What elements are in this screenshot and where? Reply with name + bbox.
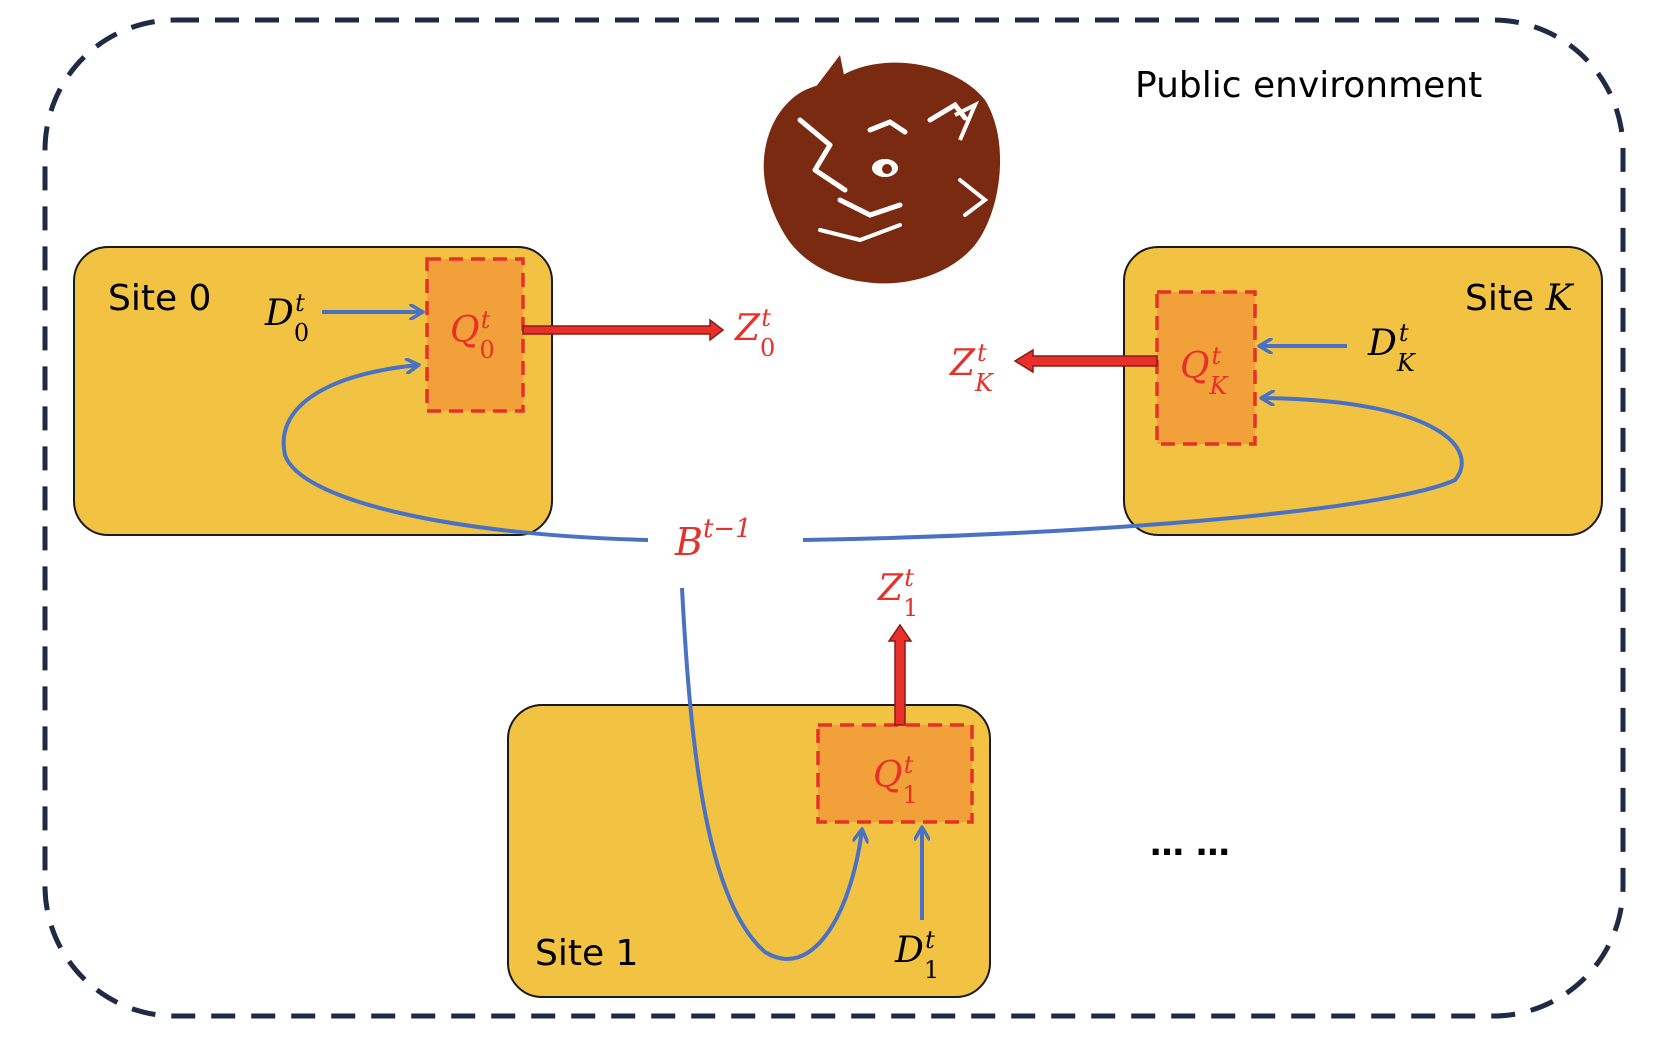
broadcast-to-site-k-curve [802, 398, 1464, 542]
site-k-output-arrow [1013, 348, 1158, 374]
public-environment-label: Public environment [1135, 65, 1482, 106]
broadcast-to-site-0-curve [281, 365, 649, 542]
site-1-input-label: D1t [894, 926, 939, 984]
site-1-model-label: Q1t [873, 751, 918, 809]
site-k-title: Site K [1465, 278, 1575, 319]
broadcast-label: Bt−1 [674, 514, 752, 564]
site-0: Site 0 Q0t D0t Z0t [73, 246, 775, 536]
site-1-title: Site 1 [535, 933, 638, 974]
public-environment-boundary [42, 17, 1626, 1019]
site-k: Site K QKt DKt ZKt [949, 246, 1603, 536]
site-k-model-label: QKt [1180, 342, 1230, 400]
site-0-model-label: Q0t [450, 306, 495, 364]
site-k-model-box [1155, 290, 1257, 446]
site-0-model-box [425, 257, 525, 413]
site-1: Site 1 Q1t D1t Z1t [507, 564, 991, 998]
more-sites-ellipsis: … … [1150, 824, 1230, 864]
site-0-output-label: Z0t [734, 304, 775, 362]
site-1-output-arrow [887, 623, 913, 726]
site-0-output-arrow [522, 318, 725, 342]
devil-face-icon [763, 55, 1001, 284]
site-k-input-label: DKt [1367, 319, 1417, 377]
site-k-output-label: ZKt [949, 339, 995, 397]
site-0-title: Site 0 [108, 278, 211, 319]
site-0-input-label: D0t [264, 289, 309, 347]
site-1-output-label: Z1t [877, 564, 918, 622]
broadcast-to-site-1-curve [680, 587, 862, 961]
site-1-model-box [816, 723, 974, 824]
